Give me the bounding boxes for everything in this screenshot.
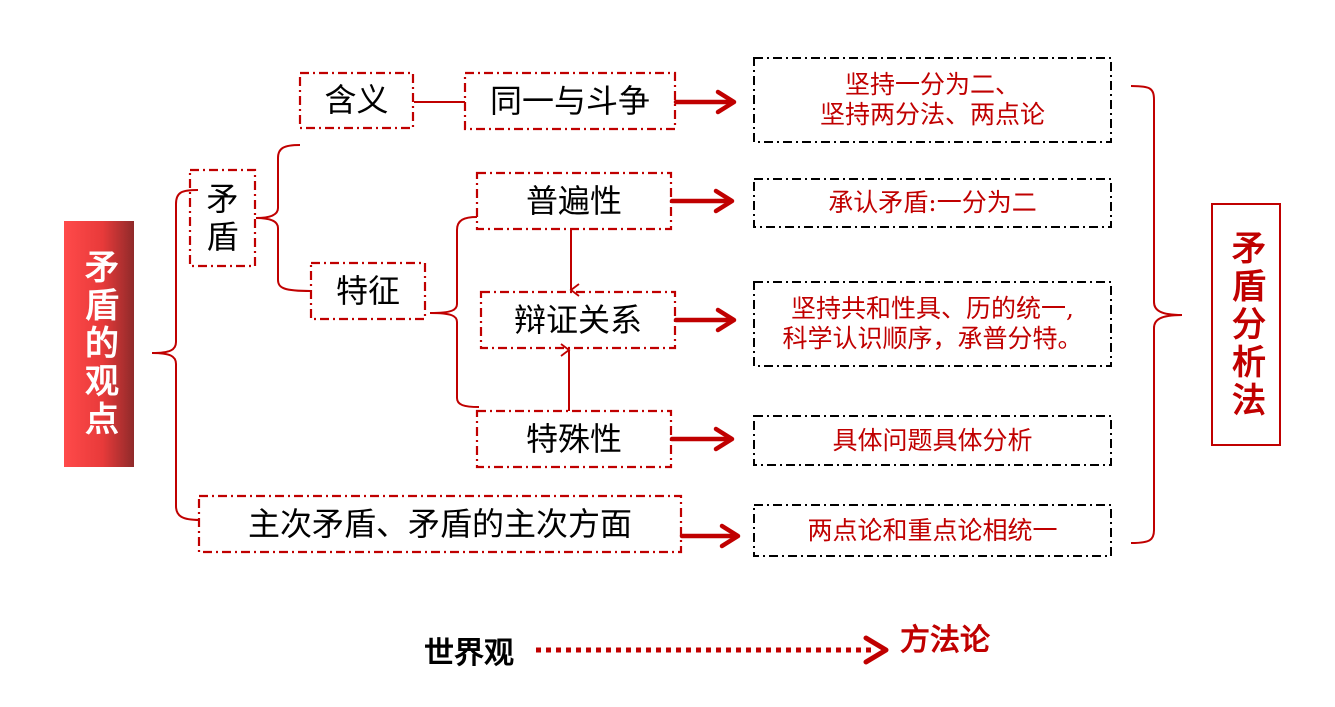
node-features-label: 特征 [335,271,400,310]
arrow-particularity-to-method [669,426,735,452]
title-left-label: 矛盾的观点 [78,249,119,439]
node-contradiction: 矛 盾 [190,170,255,266]
footer-dotted-arrow [536,635,889,665]
node-dialectical-relation: 辩证关系 [481,292,675,348]
node-concrete-analysis: 具体问题具体分析 [754,416,1111,465]
node-admit-contradiction: 承认矛盾:一分为二 [754,179,1111,227]
node-principal-secondary: 主次矛盾、矛盾的主次方面 [199,496,681,552]
brace-contradiction [255,144,312,292]
node-meaning-label: 含义 [324,81,389,120]
box-two-point-key-point [753,504,1112,557]
title-contradiction-views: 矛盾的观点 [64,221,134,467]
node-one-divides-two: 坚持一分为二、 坚持两分法、两点论 [754,58,1111,142]
node-concrete-analysis-label: 具体问题具体分析 [832,425,1033,455]
box-concrete-analysis [753,415,1112,466]
node-two-point-key-point: 两点论和重点论相统一 [754,505,1111,556]
arrow-relation-to-method [673,307,737,333]
node-identity-struggle-label: 同一与斗争 [489,81,650,120]
footer-worldview: 世界观 [424,636,514,671]
box-meaning [298,71,415,130]
box-unity-general-particular [753,281,1112,367]
brace-features [429,216,480,408]
node-features: 特征 [311,263,425,319]
arrow-universality-to-method [669,188,735,214]
title-right-label: 矛盾分析法 [1225,229,1266,420]
node-universality: 普遍性 [477,173,671,229]
node-one-divides-two-label: 坚持一分为二、 坚持两分法、两点论 [819,70,1045,129]
brace-main [151,189,201,521]
box-contradiction [188,168,257,268]
node-admit-contradiction-label: 承认矛盾:一分为二 [828,188,1037,217]
node-dialectical-relation-label: 辩证关系 [513,300,642,339]
box-one-divides-two [753,57,1112,143]
node-contradiction-label: 矛 盾 [206,179,239,256]
node-identity-struggle: 同一与斗争 [465,73,675,129]
arrow-identity-to-method [673,89,737,115]
brace-right [1130,85,1183,544]
node-universality-label: 普遍性 [525,181,622,220]
node-particularity-label: 特殊性 [525,419,622,458]
box-admit-contradiction [753,178,1112,228]
node-principal-secondary-label: 主次矛盾、矛盾的主次方面 [247,504,632,543]
node-meaning: 含义 [300,73,413,128]
node-unity-general-particular-label: 坚持共和性具、历的统一, 科学认识顺序，承普分特。 [782,294,1083,353]
node-unity-general-particular: 坚持共和性具、历的统一, 科学认识顺序，承普分特。 [754,282,1111,366]
node-particularity: 特殊性 [477,411,671,467]
arrow-principal-to-method [679,523,741,549]
footer-methodology: 方法论 [900,623,990,658]
box-principal-secondary [197,494,683,554]
title-contradiction-analysis: 矛盾分析法 [1211,203,1281,446]
node-two-point-key-point-label: 两点论和重点论相统一 [807,515,1058,545]
